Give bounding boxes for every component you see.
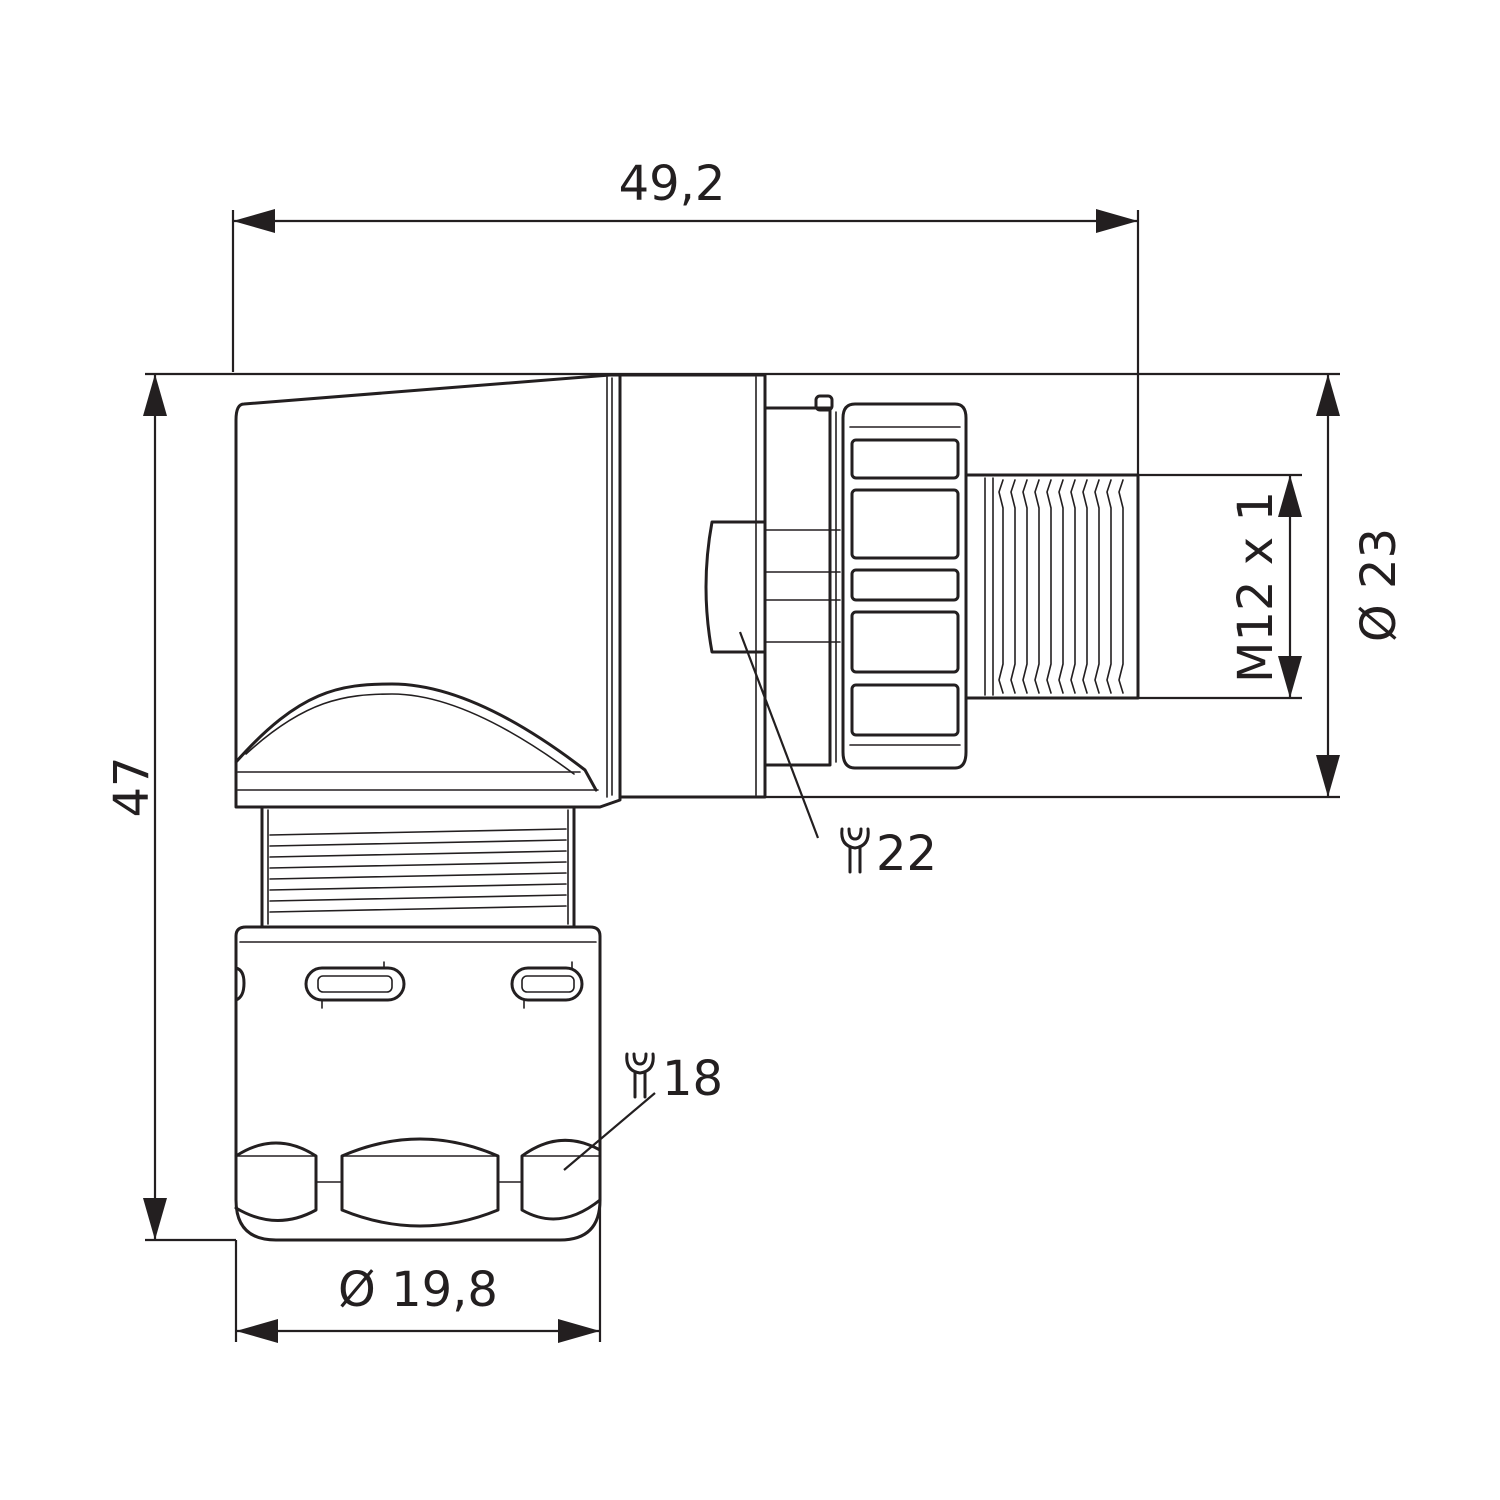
thread-crest-line (1118, 479, 1124, 694)
thread-crest-line (269, 905, 567, 913)
housing-diameter-label: Ø 23 (1351, 528, 1407, 642)
thread-crest-line (269, 861, 567, 869)
coupling-body (618, 373, 841, 799)
thread-crest-line (269, 894, 567, 902)
wrench-icon (840, 827, 870, 874)
thread-crest-line (1010, 479, 1016, 694)
thread-crest-line (1046, 479, 1052, 694)
thread-crest-line (1058, 479, 1064, 694)
m12-thread (964, 473, 1140, 700)
overall-height-label: 47 (104, 756, 160, 817)
thread-crest-line (269, 872, 567, 880)
cable-gland-nut (234, 925, 602, 1242)
thread-crest-line (269, 883, 567, 891)
wrench-size-18: 18 (662, 1051, 723, 1107)
wrench-size-22: 22 (876, 826, 937, 882)
cable-nut-diameter-label: Ø 19,8 (338, 1262, 498, 1318)
dimension-cable-nut-diameter: Ø 19,8 (234, 1200, 602, 1343)
thread-crest-line (269, 850, 567, 858)
callout-wrench-18: 18 (563, 1051, 723, 1171)
dimension-overall-height: 47 (104, 372, 620, 1242)
thread-crest-line (1106, 479, 1112, 694)
thread-crest-line (998, 479, 1004, 694)
callout-wrench-22: 22 (738, 631, 937, 882)
cable-gland-thread (260, 805, 576, 929)
dimension-thread: M12 x 1 (1138, 473, 1302, 700)
thread-crest-line (1070, 479, 1076, 694)
thread-crest-line (1034, 479, 1040, 694)
dimension-overall-length: 49,2 (231, 156, 1140, 475)
wrench-icon (625, 1052, 655, 1099)
thread-crest-line (1082, 479, 1088, 694)
connector-housing (234, 373, 622, 809)
thread-crest-line (1094, 479, 1100, 694)
thread-crest-line (269, 839, 567, 847)
knurled-coupling-nut (841, 402, 968, 770)
dimension-housing-diameter: Ø 23 (620, 372, 1407, 799)
thread-crest-line (269, 828, 567, 836)
overall-length-label: 49,2 (619, 156, 726, 212)
thread-crest-line (1022, 479, 1028, 694)
thread-label: M12 x 1 (1228, 491, 1284, 683)
